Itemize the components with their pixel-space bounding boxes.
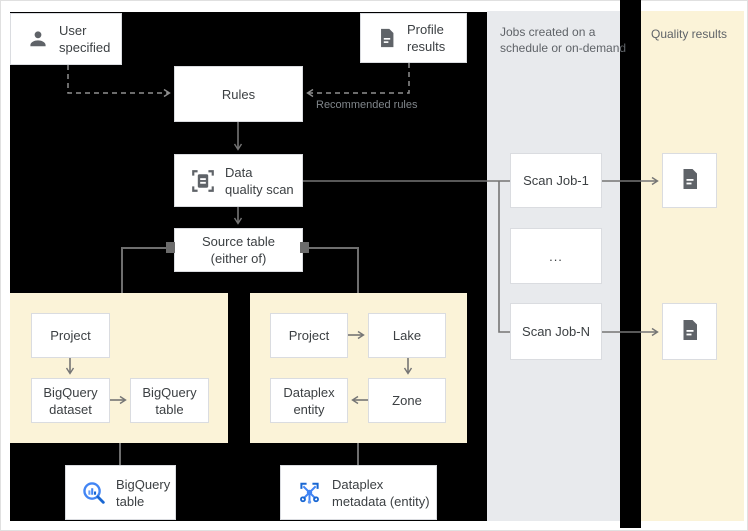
bq-dataset-node: BigQuery dataset [31, 378, 110, 423]
profile-results-label: Profile results [407, 22, 446, 54]
ellipsis-label: ... [549, 248, 563, 264]
rules-label: Rules [221, 86, 256, 102]
result-document-icon [678, 167, 702, 195]
bigquery-table-node: BigQuery table [65, 465, 176, 520]
divider-column [620, 0, 641, 528]
profile-results-node: Profile results [360, 13, 467, 63]
scan-job-ellipsis-node: ... [510, 228, 602, 284]
source-table-label: Source table (either of) [202, 234, 275, 266]
quality-result-n-node [662, 303, 717, 360]
quality-results-label: Quality results [651, 27, 728, 41]
recommended-rules-annotation: Recommended rules [316, 99, 418, 111]
quality-results-panel [641, 11, 744, 521]
dataplex-metadata-node: Dataplex metadata (entity) [280, 465, 437, 520]
quality-result-1-node [662, 153, 717, 208]
rules-node: Rules [174, 66, 303, 122]
scan-job-1-label: Scan Job-1 [523, 173, 589, 188]
bq-project-node: Project [31, 313, 110, 358]
scan-job-1-node: Scan Job-1 [510, 153, 602, 208]
zone-node: Zone [368, 378, 446, 423]
scan-job-n-node: Scan Job-N [510, 303, 602, 360]
source-table-node: Source table (either of) [174, 228, 303, 272]
bigquery-table-bottom-label: BigQuery table [116, 476, 171, 509]
dataplex-entity-node: Dataplex entity [270, 378, 348, 423]
person-icon [26, 27, 50, 51]
dp-project-node: Project [270, 313, 348, 358]
jobs-panel-label: Jobs created on a schedule or on-demand [500, 25, 627, 55]
lake-label: Lake [392, 328, 422, 343]
dp-project-label: Project [288, 328, 330, 343]
bq-dataset-label: BigQuery dataset [43, 384, 98, 417]
dataplex-entity-label: Dataplex entity [283, 384, 335, 417]
document-icon [376, 27, 398, 49]
scan-frame-icon [190, 168, 216, 194]
user-specified-label: User specified [59, 23, 111, 55]
source-table-left-port [166, 242, 175, 253]
data-quality-scan-label: Data quality scan [225, 164, 294, 197]
bq-table-label: BigQuery table [142, 384, 197, 417]
bigquery-icon [81, 480, 107, 506]
scan-job-n-label: Scan Job-N [522, 324, 590, 339]
result-document-icon [678, 318, 702, 346]
source-table-right-port [300, 242, 309, 253]
bq-project-label: Project [50, 328, 91, 343]
dataplex-icon [296, 479, 323, 506]
bq-table-node: BigQuery table [130, 378, 209, 423]
data-quality-scan-node: Data quality scan [174, 154, 303, 207]
zone-label: Zone [392, 393, 422, 408]
lake-node: Lake [368, 313, 446, 358]
user-specified-node: User specified [10, 13, 122, 65]
dataplex-metadata-label: Dataplex metadata (entity) [332, 476, 430, 509]
